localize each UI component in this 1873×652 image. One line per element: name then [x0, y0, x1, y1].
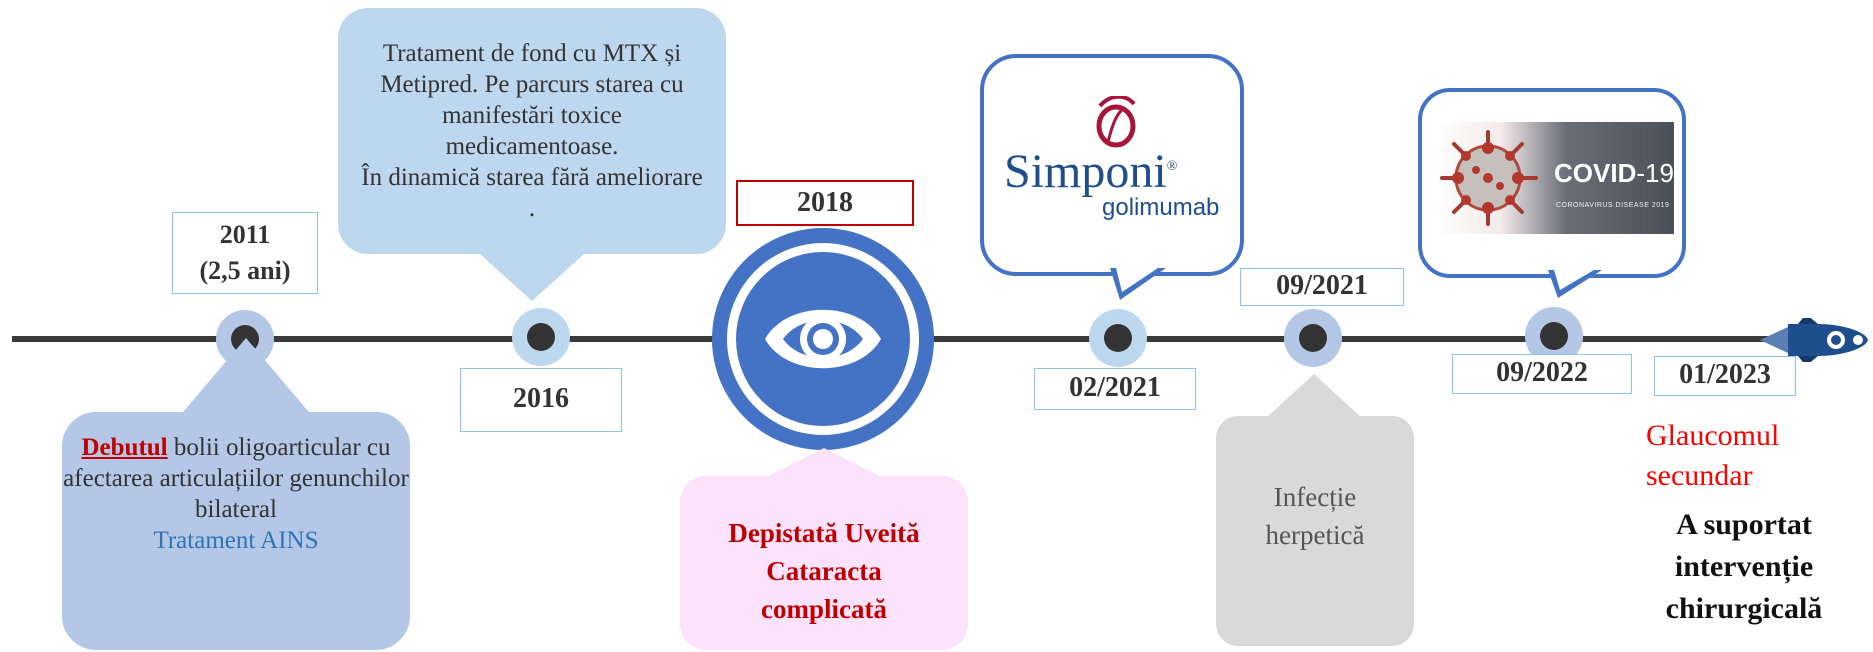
- date-2021-09: 09/2021: [1276, 270, 1368, 301]
- covid-image: COVID-19 CORONAVIRUS DISEASE 2019: [1434, 122, 1674, 234]
- timeline-dot-2021-02: [1089, 309, 1147, 367]
- debut-treatment: Tratament AINS: [153, 527, 319, 554]
- date-label-2018: 2018: [736, 180, 914, 226]
- date-2023-01: 01/2023: [1679, 359, 1771, 390]
- mtx-line6: .: [528, 195, 536, 222]
- mtx-line4: medicamentoase.: [445, 133, 619, 160]
- date-label-2016: 2016: [460, 368, 622, 432]
- date-label-2021-09: 09/2021: [1240, 268, 1404, 306]
- herpes-line2: herpetică: [1265, 520, 1365, 550]
- date-2016: 2016: [513, 383, 569, 414]
- surgery-line3: chirurgicală: [1665, 592, 1823, 625]
- timeline-dot-2021-09: [1284, 309, 1342, 367]
- glaucom-red1: Glaucomul: [1646, 419, 1780, 452]
- mtx-line5: În dinamică starea fără ameliorare: [361, 164, 703, 191]
- timeline-dot-2016: [512, 308, 570, 366]
- date-2011: 2011: [219, 220, 271, 249]
- glaucom-note: Glaucomul secundar: [1646, 416, 1866, 496]
- date-2018: 2018: [797, 187, 853, 218]
- callout-tail-herpes: [1266, 374, 1362, 418]
- simponi-brand: Simponi®: [1004, 145, 1178, 198]
- date-2021-02: 02/2021: [1069, 372, 1161, 403]
- uveita-line1: Depistată Uveită: [728, 518, 920, 548]
- simponi-generic: golimumab: [1102, 194, 1220, 221]
- date-label-2011: 2011 (2,5 ani): [172, 212, 318, 294]
- covid-subtitle: CORONAVIRUS DISEASE 2019: [1556, 202, 1670, 209]
- surgery-line2: intervenție: [1674, 550, 1814, 583]
- note-mtx: Tratament de fond cu MTX și Metipred. Pe…: [338, 8, 726, 254]
- date-label-2022-09: 09/2022: [1452, 354, 1632, 394]
- eye-icon: [765, 309, 881, 369]
- surgery-note: A suportat intervenție chirurgicală: [1622, 504, 1866, 630]
- simponi-logo-icon: [1096, 96, 1136, 148]
- debut-highlight: Debutul: [81, 434, 168, 461]
- rocket-icon: [1760, 318, 1868, 362]
- callout-tail-uveita: [764, 448, 884, 478]
- surgery-line1: A suportat: [1676, 508, 1812, 541]
- note-simponi: Simponi® golimumab: [980, 54, 1244, 276]
- note-uveita: Depistată Uveită Cataracta complicată: [680, 476, 968, 650]
- herpes-line1: Infecție: [1273, 482, 1357, 512]
- uveita-line3: complicată: [761, 594, 887, 624]
- note-debut: Debutul bolii oligoarticular cu afectare…: [62, 412, 410, 650]
- mtx-line1: Tratament de fond cu MTX și: [382, 40, 682, 67]
- mtx-line3: manifestări toxice: [442, 102, 622, 129]
- mtx-line2: Metipred. Pe parcurs starea cu: [380, 71, 684, 98]
- glaucom-red2: secundar: [1646, 459, 1753, 492]
- date-2022-09: 09/2022: [1496, 357, 1588, 388]
- eye-circle: [712, 228, 934, 450]
- uveita-line2: Cataracta: [766, 556, 882, 586]
- date-label-2023-01: 01/2023: [1654, 356, 1796, 396]
- debut-text: bolii oligoarticular cu afectarea articu…: [63, 434, 409, 523]
- callout-tail-mtx: [470, 245, 594, 301]
- date-label-2021-02: 02/2021: [1034, 368, 1196, 410]
- note-herpes: Infecție herpetică: [1216, 416, 1414, 646]
- callout-tail-debut: [178, 338, 314, 418]
- virus-icon: [1440, 130, 1538, 226]
- note-covid: COVID-19 CORONAVIRUS DISEASE 2019: [1418, 88, 1686, 278]
- covid-title: COVID-19: [1554, 158, 1674, 188]
- age-2011: (2,5 ani): [199, 256, 291, 285]
